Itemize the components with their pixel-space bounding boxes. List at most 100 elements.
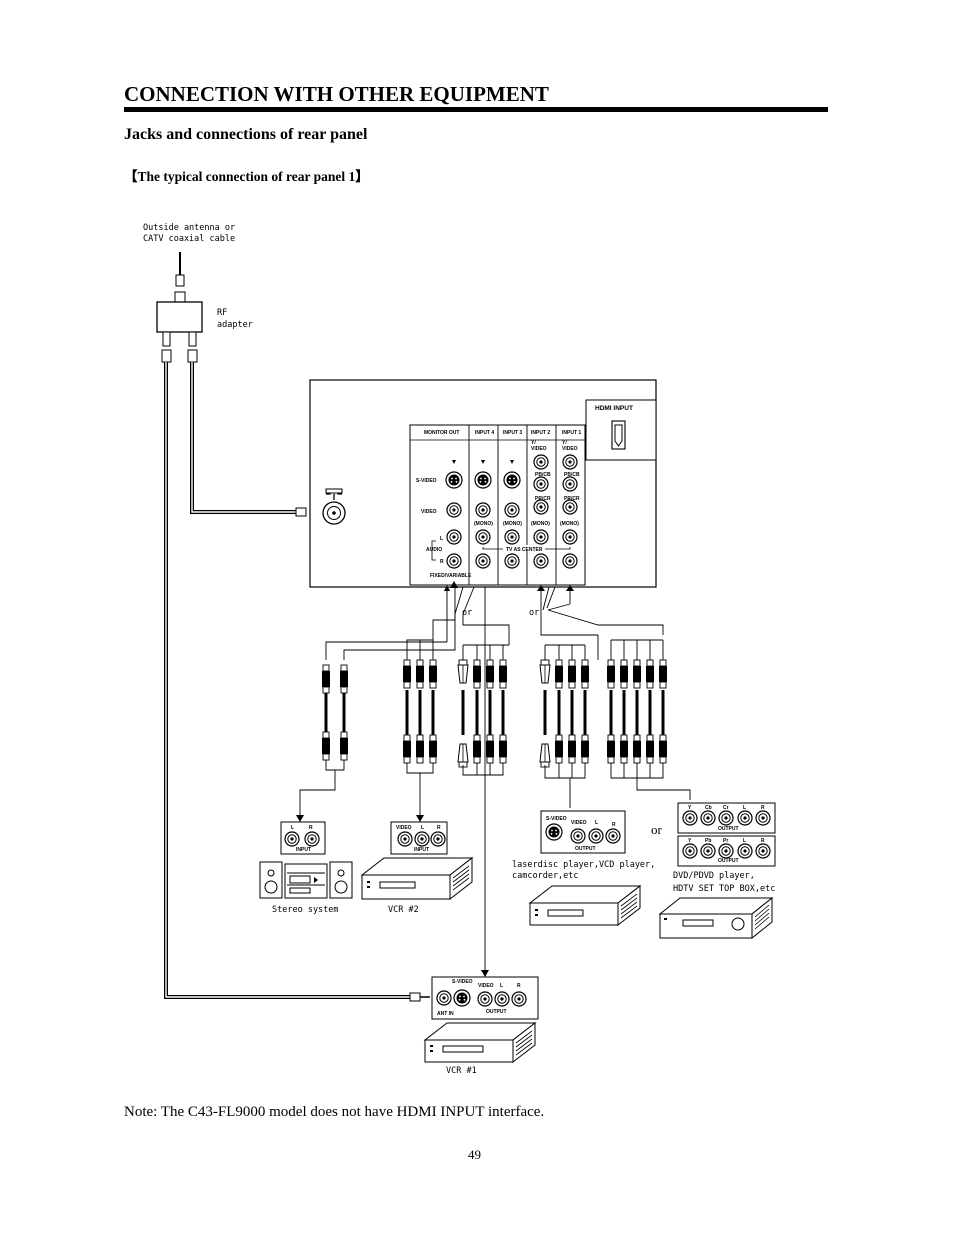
stereo-system-label: Stereo system bbox=[272, 905, 339, 915]
or-label: or bbox=[529, 608, 539, 618]
input2-y-jack[interactable] bbox=[533, 454, 549, 470]
stereo-system-device bbox=[259, 861, 353, 899]
mono-label: (MONO) bbox=[503, 521, 522, 527]
arrowheads bbox=[296, 581, 574, 977]
laserdisc-label: camcorder,etc bbox=[512, 871, 579, 881]
input1-label: INPUT 1 bbox=[562, 430, 581, 436]
coax-to-tv bbox=[190, 362, 296, 514]
svg-text:Y: Y bbox=[688, 838, 692, 844]
hdmi-port bbox=[611, 420, 626, 450]
dvd-device bbox=[658, 896, 774, 940]
laserdisc-output-panel: S-VIDEO VIDEO L R OUTPUT bbox=[540, 810, 626, 854]
monitor-out-audio-l-jack[interactable] bbox=[446, 529, 462, 545]
monitor-out-audio-r-jack[interactable] bbox=[446, 553, 462, 569]
input4-label: INPUT 4 bbox=[475, 430, 494, 436]
input2-audio-l-jack[interactable] bbox=[533, 529, 549, 545]
svg-text:Pr: Pr bbox=[723, 838, 728, 844]
monitor-out-s-video-jack[interactable] bbox=[445, 471, 463, 489]
or-label-large: or bbox=[651, 822, 663, 837]
vcr2-label: VCR #2 bbox=[388, 905, 419, 915]
cable-bundle-dvd bbox=[606, 659, 668, 779]
page-title: CONNECTION WITH OTHER EQUIPMENT bbox=[124, 82, 549, 106]
fixed-variable-label: FIXED/VARIABLE bbox=[430, 573, 472, 579]
svg-text:Pb: Pb bbox=[705, 838, 711, 844]
cable-bundle-vcr1 bbox=[457, 659, 508, 776]
s-video-label: S-VIDEO bbox=[416, 478, 437, 484]
vcr1-output-panel: S-VIDEO ANT IN VIDEO L R OUTPUT bbox=[431, 976, 539, 1020]
y-video-label: VIDEO bbox=[531, 446, 547, 452]
input4-s-video-jack[interactable] bbox=[474, 471, 492, 489]
y-video-label: Y/ bbox=[531, 440, 536, 446]
svg-text:L: L bbox=[743, 805, 746, 811]
section-subtitle: Jacks and connections of rear panel bbox=[124, 126, 368, 143]
section-heading: 【The typical connection of rear panel 1】 bbox=[124, 169, 369, 184]
pr-label: PR/CR bbox=[535, 496, 551, 502]
svg-text:ANT IN: ANT IN bbox=[437, 1011, 454, 1017]
input3-audio-l-jack[interactable] bbox=[504, 529, 520, 545]
tv-as-center-label: TV AS CENTER bbox=[506, 547, 543, 553]
hdmi-note: Note: The C43-FL9000 model does not have… bbox=[124, 1104, 545, 1120]
pb-label: PB/CB bbox=[535, 472, 551, 478]
input4-video-jack[interactable] bbox=[475, 502, 491, 518]
mono-label: (MONO) bbox=[560, 521, 579, 527]
svg-text:VIDEO: VIDEO bbox=[571, 820, 587, 826]
antenna-label: Outside antenna or bbox=[143, 223, 235, 233]
svg-text:OUTPUT: OUTPUT bbox=[718, 826, 739, 832]
svg-text:R: R bbox=[517, 983, 521, 989]
input2-pb-jack[interactable] bbox=[533, 476, 549, 492]
input1-audio-l-jack[interactable] bbox=[562, 529, 578, 545]
svg-text:R: R bbox=[761, 838, 765, 844]
page-number: 49 bbox=[468, 1147, 481, 1162]
dvd-output-panel-ycbcr: Y Cb Cr L R OUTPUT bbox=[677, 802, 776, 834]
input1-pb-jack[interactable] bbox=[562, 476, 578, 492]
svg-text:Cr: Cr bbox=[723, 805, 729, 811]
audio-r-label: R bbox=[440, 559, 444, 565]
device-feed-lines bbox=[299, 770, 691, 815]
svg-text:INPUT: INPUT bbox=[296, 847, 311, 853]
pr-label: PR/CR bbox=[564, 496, 580, 502]
monitor-out-video-jack[interactable] bbox=[446, 502, 462, 518]
video-label: VIDEO bbox=[421, 509, 437, 515]
connection-lines bbox=[325, 586, 664, 970]
svg-text:Y: Y bbox=[688, 805, 692, 811]
monitor-out-label: MONITOR OUT bbox=[424, 430, 459, 436]
input3-video-jack[interactable] bbox=[504, 502, 520, 518]
cable-bundle-laserdisc bbox=[539, 659, 590, 779]
input2-label: INPUT 2 bbox=[531, 430, 550, 436]
input1-pr-jack[interactable] bbox=[562, 499, 578, 515]
input4-audio-l-jack[interactable] bbox=[475, 529, 491, 545]
svg-text:S-VIDEO: S-VIDEO bbox=[452, 979, 473, 985]
laserdisc-label: laserdisc player,VCD player, bbox=[512, 860, 655, 870]
input3-label: INPUT 3 bbox=[503, 430, 522, 436]
audio-label: AUDIO bbox=[426, 547, 442, 553]
input2-audio-r-jack[interactable] bbox=[533, 553, 549, 569]
antenna-label: CATV coaxial cable bbox=[143, 234, 235, 244]
rf-adapter bbox=[156, 301, 203, 333]
audio-l-label: L bbox=[440, 536, 443, 542]
svg-text:OUTPUT: OUTPUT bbox=[718, 858, 739, 864]
svg-text:L: L bbox=[743, 838, 746, 844]
or-label: or bbox=[462, 608, 472, 618]
svg-text:R: R bbox=[437, 825, 441, 831]
svg-text:R: R bbox=[612, 822, 616, 828]
vcr2-device bbox=[360, 856, 474, 901]
input1-audio-r-jack[interactable] bbox=[562, 553, 578, 569]
svg-text:Cb: Cb bbox=[705, 805, 712, 811]
svg-text:OUTPUT: OUTPUT bbox=[575, 846, 596, 852]
svg-text:INPUT: INPUT bbox=[414, 847, 429, 853]
svg-text:VIDEO: VIDEO bbox=[396, 825, 412, 831]
svg-text:VIDEO: VIDEO bbox=[478, 983, 494, 989]
vcr2-input-panel: VIDEO L R INPUT bbox=[390, 821, 448, 855]
svg-text:S-VIDEO: S-VIDEO bbox=[546, 816, 567, 822]
vcr1-device bbox=[423, 1021, 537, 1064]
svg-text:R: R bbox=[761, 805, 765, 811]
input3-audio-r-jack[interactable] bbox=[504, 553, 520, 569]
input3-s-video-jack[interactable] bbox=[503, 471, 521, 489]
vcr1-label: VCR #1 bbox=[446, 1066, 477, 1076]
svg-text:L: L bbox=[500, 983, 503, 989]
y-video-label: VIDEO bbox=[562, 446, 578, 452]
input4-audio-r-jack[interactable] bbox=[475, 553, 491, 569]
input2-pr-jack[interactable] bbox=[533, 499, 549, 515]
input1-y-jack[interactable] bbox=[562, 454, 578, 470]
